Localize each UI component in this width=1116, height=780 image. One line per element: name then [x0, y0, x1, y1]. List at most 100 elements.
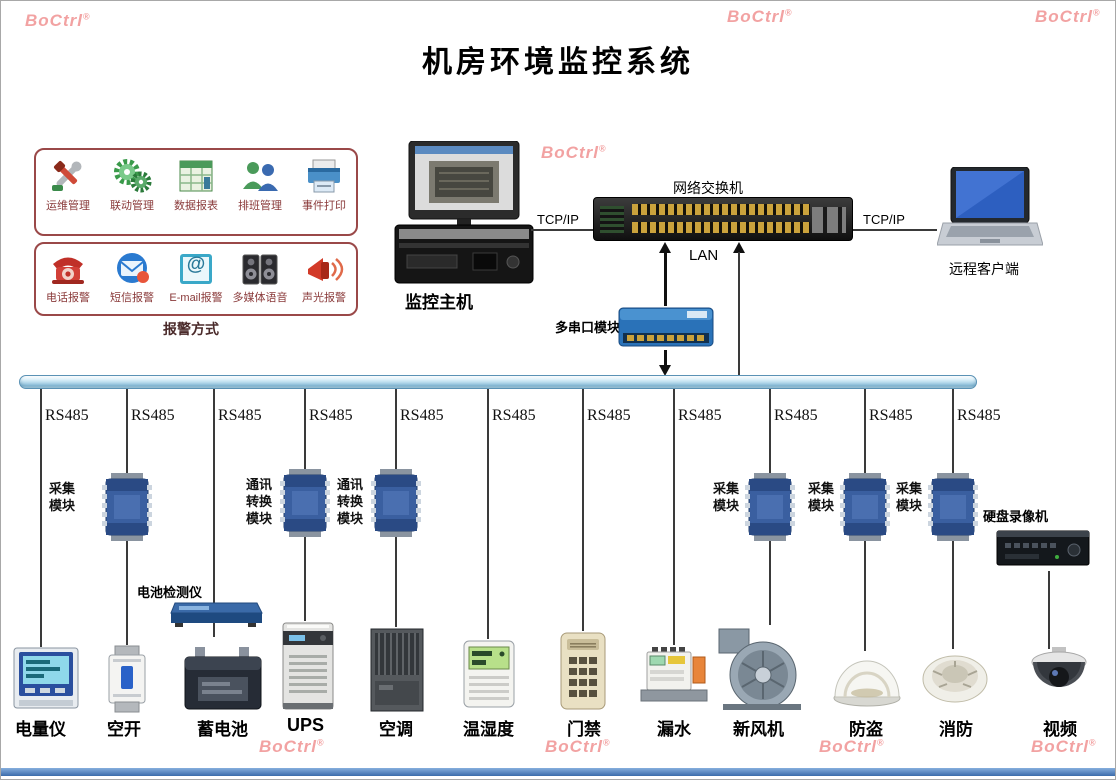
- branch-line: [673, 389, 675, 645]
- branch-line: [582, 389, 584, 631]
- device-label: 空开: [107, 720, 141, 739]
- remote-client: [937, 167, 1043, 251]
- management-item: 排班管理: [229, 157, 291, 213]
- switch-uplink-ports: [812, 207, 846, 233]
- switch-port-row: [632, 204, 810, 215]
- printer-icon: [304, 157, 344, 195]
- laptop-image: [937, 167, 1043, 246]
- siren-icon: [304, 251, 344, 287]
- rs485-label: RS485: [957, 407, 1001, 424]
- management-item-label: 事件打印: [302, 200, 346, 212]
- alarm-item-label: 多媒体语音: [232, 292, 288, 304]
- bus-switch-line: [738, 252, 740, 375]
- management-item: 数据报表: [165, 157, 227, 213]
- battery-tester-label: 电池检测仪: [137, 585, 203, 600]
- management-item: 事件打印: [293, 157, 355, 213]
- device-label: 蓄电池: [197, 720, 248, 739]
- io-module: [745, 471, 795, 543]
- bus-arrow: [659, 365, 671, 376]
- management-item-label: 排班管理: [238, 200, 282, 212]
- device-label: 新风机: [733, 720, 784, 739]
- module-label: 采集模块: [895, 481, 922, 513]
- rs485-label: RS485: [45, 407, 89, 424]
- rs485-label: RS485: [492, 407, 536, 424]
- access-keypad: [557, 631, 609, 711]
- device-label: UPS: [287, 715, 325, 735]
- monitor-host: [393, 141, 535, 287]
- fresh-air-fan: [713, 625, 805, 711]
- people-icon: [240, 157, 280, 195]
- alarm-item: 短信报警: [101, 251, 163, 305]
- watermark: BoCtrl®: [259, 737, 325, 756]
- io-module: [102, 471, 152, 543]
- watermark: BoCtrl®: [541, 143, 607, 162]
- module-label: 通讯转换模块: [336, 477, 363, 526]
- rs485-label: RS485: [400, 407, 444, 424]
- watermark: BoCtrl®: [25, 11, 91, 31]
- alarm-item-label: 电话报警: [46, 292, 90, 304]
- serial-module-image: [618, 307, 714, 347]
- watermark-reg: ®: [82, 11, 91, 22]
- smoke-detector: [921, 649, 989, 705]
- watermark-text: BoCtrl: [25, 11, 83, 30]
- switch-led-block: [600, 206, 624, 233]
- device-label: 消防: [939, 720, 973, 739]
- circuit-breaker: [101, 645, 153, 713]
- monitor-host-label: 监控主机: [405, 293, 473, 312]
- serial-bus-line: [664, 350, 667, 366]
- switch-port-row: [632, 222, 810, 233]
- tcpip-left-label: TCP/IP: [537, 212, 579, 227]
- branch-line: [487, 389, 489, 639]
- bottom-accent-bar: [1, 768, 1115, 776]
- power-meter: [13, 647, 79, 713]
- water-leak-module: [639, 645, 709, 707]
- uplink-arrow: [659, 242, 671, 253]
- io-module: [928, 471, 978, 543]
- device-label: 视频: [1043, 720, 1077, 739]
- device-label: 漏水: [657, 720, 691, 739]
- alarm-item-label: 声光报警: [302, 292, 346, 304]
- io-module: [840, 471, 890, 543]
- management-item: 运维管理: [37, 157, 99, 213]
- pir-motion-sensor: [831, 651, 903, 707]
- watermark: BoCtrl®: [727, 7, 793, 26]
- device-label: 空调: [379, 720, 413, 739]
- dome-camera: [1025, 647, 1093, 711]
- tcpip-left-line: [531, 229, 593, 231]
- watermark: BoCtrl®: [1035, 7, 1101, 26]
- ups-cabinet: [279, 621, 337, 713]
- tools-icon: [48, 157, 88, 195]
- network-switch: [593, 197, 853, 241]
- module-label: 采集模块: [712, 481, 739, 513]
- rs485-label: RS485: [131, 407, 175, 424]
- remote-client-label: 远程客户端: [949, 261, 1019, 277]
- alarm-item: 声光报警: [293, 251, 355, 305]
- watermark: BoCtrl®: [819, 737, 885, 756]
- switch-serial-line: [664, 252, 667, 306]
- watermark: BoCtrl®: [1031, 737, 1097, 756]
- module-label: 采集模块: [48, 481, 75, 513]
- rs485-label: RS485: [774, 407, 818, 424]
- serial-module-label: 多串口模块: [555, 320, 621, 335]
- device-label: 温湿度: [463, 720, 514, 739]
- spreadsheet-icon: [176, 157, 216, 195]
- storage-battery: [181, 637, 265, 713]
- rs485-label: RS485: [678, 407, 722, 424]
- rs485-bus-bar: [19, 375, 977, 389]
- io-module: [280, 467, 330, 539]
- alarm-item-label: E-mail报警: [169, 292, 223, 304]
- sms-icon: [112, 251, 152, 287]
- battery-tester: [169, 597, 263, 629]
- device-label: 防盗: [849, 720, 883, 739]
- page-title: 机房环境监控系统: [422, 46, 694, 79]
- temp-humidity-sensor: [461, 639, 517, 711]
- alarm-item: 多媒体语音: [229, 251, 291, 305]
- management-panel: 运维管理 联动管理 数据报表 排班管理: [34, 148, 358, 236]
- at-glyph: @: [186, 254, 206, 275]
- monitor-host-image: [394, 141, 534, 284]
- rs485-label: RS485: [218, 407, 262, 424]
- rs485-label: RS485: [587, 407, 631, 424]
- uplink-arrow: [733, 242, 745, 253]
- dvr-label: 硬盘录像机: [983, 509, 1049, 524]
